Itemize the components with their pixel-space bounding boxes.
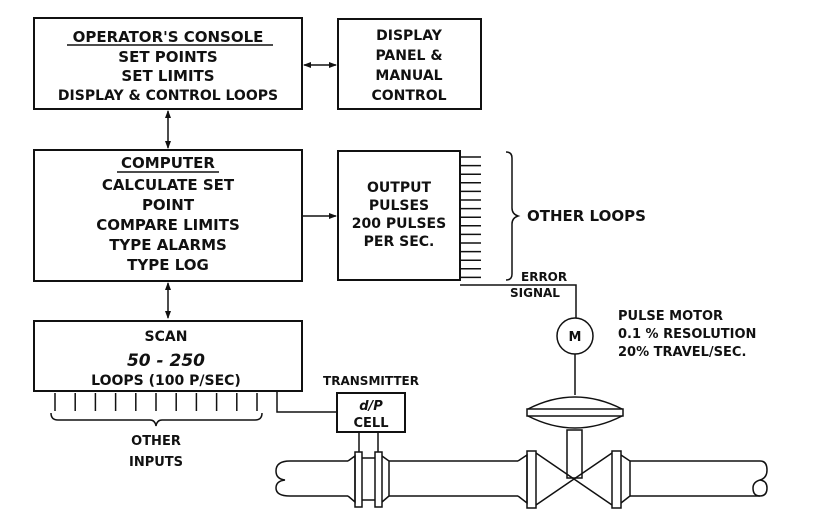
orifice-flange-1 bbox=[354, 451, 363, 508]
orifice-flange-2 bbox=[374, 451, 383, 508]
transmitter-signal-line bbox=[276, 392, 337, 413]
motor-spec-line: PULSE MOTOR bbox=[618, 309, 723, 324]
computer-block: COMPUTER CALCULATE SET POINT COMPARE LIM… bbox=[33, 149, 303, 282]
process-pipe bbox=[275, 450, 768, 509]
scan-rate: LOOPS (100 P/SEC) bbox=[91, 373, 241, 389]
scan-block: SCAN 50 - 250 LOOPS (100 P/SEC) bbox=[33, 320, 303, 392]
display-panel-line: MANUAL bbox=[375, 68, 442, 84]
output-pulses-box bbox=[337, 150, 461, 281]
dp-cell-line-2: CELL bbox=[354, 416, 389, 431]
error-signal-label-2: SIGNAL bbox=[510, 286, 560, 300]
output-pulses-line: 200 PULSES bbox=[352, 216, 446, 232]
output-pulses-line: PER SEC. bbox=[364, 234, 435, 250]
valve-actuator bbox=[526, 396, 624, 479]
other-inputs-brace bbox=[50, 412, 263, 427]
diaphragm-flange bbox=[526, 408, 624, 417]
motor-spec-line: 20% TRAVEL/SEC. bbox=[618, 345, 746, 360]
dp-cell-line-1: d/P bbox=[359, 399, 383, 414]
output-loop-lines bbox=[460, 156, 481, 279]
motor-symbol: M bbox=[569, 330, 582, 345]
diaphragm-top bbox=[527, 396, 623, 410]
scan-box bbox=[33, 320, 303, 392]
computer-line: TYPE ALARMS bbox=[109, 236, 227, 254]
other-loops-brace bbox=[505, 151, 521, 281]
scan-title: SCAN bbox=[145, 329, 188, 345]
display-panel-block: DISPLAY PANEL & MANUAL CONTROL bbox=[337, 18, 482, 110]
display-panel-line: CONTROL bbox=[371, 88, 446, 104]
other-inputs-label-1: OTHER bbox=[131, 434, 181, 449]
operator-console-line: DISPLAY & CONTROL LOOPS bbox=[58, 88, 278, 104]
valve-stem bbox=[566, 429, 583, 479]
operator-console-line: SET LIMITS bbox=[121, 67, 214, 85]
operator-console-line: SET POINTS bbox=[118, 48, 217, 66]
computer-line: TYPE LOG bbox=[127, 256, 209, 274]
computer-title: COMPUTER bbox=[121, 154, 215, 172]
error-signal-line bbox=[460, 284, 577, 318]
valve-flange-right bbox=[611, 450, 622, 509]
computer-line: COMPARE LIMITS bbox=[96, 216, 240, 234]
output-pulses-line: PULSES bbox=[369, 198, 429, 214]
other-inputs-label-2: INPUTS bbox=[129, 455, 183, 470]
computer-line: CALCULATE SET bbox=[102, 176, 235, 194]
scan-input-lines bbox=[54, 393, 258, 411]
operator-console-box bbox=[33, 17, 303, 110]
error-signal-label-1: ERROR bbox=[521, 270, 567, 284]
output-pulses-line: OUTPUT bbox=[367, 180, 431, 196]
display-panel-line: PANEL & bbox=[375, 48, 442, 64]
other-loops-label: OTHER LOOPS bbox=[527, 207, 646, 225]
motor-spec-line: 0.1 % RESOLUTION bbox=[618, 327, 756, 342]
pulse-motor: M bbox=[556, 317, 594, 395]
valve-body-icon bbox=[535, 452, 613, 506]
dp-cell-box bbox=[336, 392, 406, 433]
diaphragm-bottom bbox=[527, 415, 623, 429]
operator-console-block: OPERATOR'S CONSOLE SET POINTS SET LIMITS… bbox=[33, 17, 303, 110]
operator-console-title: OPERATOR'S CONSOLE bbox=[73, 28, 264, 46]
output-pulses-block: OUTPUT PULSES 200 PULSES PER SEC. bbox=[337, 150, 461, 281]
transmitter-label: TRANSMITTER bbox=[323, 374, 419, 388]
valve-flange-left bbox=[526, 450, 537, 509]
pipe-left-break bbox=[275, 460, 291, 497]
computer-line: POINT bbox=[142, 196, 195, 214]
scan-range: 50 - 250 bbox=[127, 351, 205, 371]
display-panel-line: DISPLAY bbox=[376, 28, 443, 44]
pipe-right-break bbox=[752, 460, 768, 497]
display-panel-box bbox=[337, 18, 482, 110]
